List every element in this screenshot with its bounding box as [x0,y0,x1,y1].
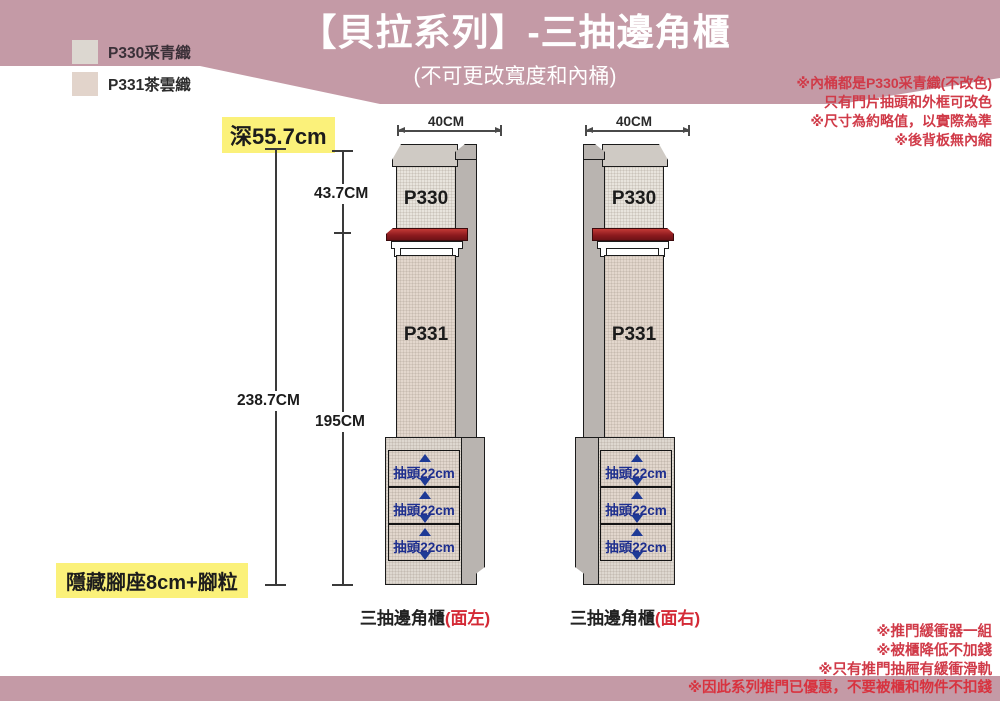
cabinet-left-drawer-2-label: 抽頭22cm [393,503,455,518]
legend-label-p330: P330采青織 [108,45,191,62]
cabinet-right-upper-label: P330 [611,188,657,209]
cabinet-right-drawer-2: 抽頭22cm [600,487,672,524]
note-top-4: ※後背板無內縮 [894,132,992,148]
cabinet-left-drawer-2: 抽頭22cm [388,487,460,524]
legend-label-p331: P331茶雲織 [108,77,191,94]
legend-item-p330: P330采青織 [72,38,191,66]
base-leader-tick [265,584,286,586]
arrow-up-icon [631,454,643,462]
arrow-down-icon [631,552,643,560]
note-on-band: ※因此系列推門已優惠，不要被櫃和物件不扣錢 [687,680,992,696]
cabinet-right-lower-label: P331 [611,324,657,345]
dimline-total [275,148,277,585]
width-arrow-left-a [398,127,405,133]
cabinet-right-drawer-side [575,437,599,585]
cabinet-right-caption: 三抽邊角櫃(面右) [550,604,720,629]
cabinet-left-drawer-1-label: 抽頭22cm [393,466,455,481]
width-arrow-right-a [586,127,593,133]
notes-bottom-right: ※推門緩衝器一組 ※被櫃降低不加錢 ※只有推門抽屜有緩衝滑軌 [818,623,992,680]
cabinet-left-drawer-side [461,437,485,585]
width-dimcap-left-a [397,125,399,136]
note-bottom-3: ※只有推門抽屜有緩衝滑軌 [818,662,992,678]
page-title: 【貝拉系列】-三抽邊角櫃 [299,12,731,53]
depth-label: 深55.7cm [222,117,335,153]
cabinet-right-drawer-3-label: 抽頭22cm [605,540,667,555]
width-dimline-left [397,130,502,132]
width-arrow-left-b [495,127,502,133]
cabinet-left-upper-label: P330 [403,188,449,209]
cabinet-left-caption-side: (面左) [444,609,491,628]
note-top-2: 只有門片抽頭和外框可改色 [824,94,992,110]
note-top-3: ※尺寸為約略值，以實際為準 [810,113,992,129]
cabinet-right-top-cap [602,144,668,167]
arrow-up-icon [419,528,431,536]
width-dimcap-right-a [585,125,587,136]
arrow-up-icon [419,491,431,499]
legend-swatch-p331 [72,72,98,96]
width-arrow-right-b [683,127,690,133]
cabinet-left-drawer-3-label: 抽頭22cm [393,540,455,555]
cabinet-left-caption-main: 三抽邊角櫃 [359,609,445,628]
base-label: 隱藏腳座8cm+腳粒 [56,563,248,598]
dimcap-body-bottom [332,584,353,586]
arrow-down-icon [419,552,431,560]
cabinet-right-drawer-1: 抽頭22cm [600,450,672,487]
width-dimtext-right: 40CM [613,114,656,129]
cabinet-right-drawer-1-label: 抽頭22cm [605,466,667,481]
cabinet-left-lower-label: P331 [403,324,449,345]
cabinet-right-lower-door: P331 [604,255,664,441]
legend: P330采青織 P331茶雲織 [72,38,191,102]
cabinet-right-caption-main: 三抽邊角櫃 [569,609,655,628]
arrow-down-icon [631,478,643,486]
bottom-band [0,676,1000,701]
dimtick-shelf [334,232,351,234]
cabinet-left-top-cap [392,144,458,167]
dimcap-total-top [265,148,286,150]
cabinet-left-shelf-bar [386,228,468,241]
arrow-down-icon [419,478,431,486]
cabinet-left-lower-door: P331 [396,255,456,441]
note-bottom-2: ※被櫃降低不加錢 [876,643,992,659]
cabinet-left-caption: 三抽邊角櫃(面左) [340,604,510,629]
legend-swatch-p330 [72,40,98,64]
arrow-up-icon [631,491,643,499]
arrow-up-icon [419,454,431,462]
notes-top-right: ※內桶都是P330采青織(不改色) 只有門片抽頭和外框可改色 ※尺寸為約略值，以… [796,74,992,150]
cabinet-right-handle [597,241,669,249]
dimtext-body: 195CM [312,412,368,432]
cabinet-right-upper-door: P330 [604,166,664,232]
arrow-up-icon [631,528,643,536]
cabinet-left-handle [391,241,463,249]
legend-item-p331: P331茶雲織 [72,70,191,98]
dimcap-body-top [332,150,353,152]
cabinet-right-drawer-2-label: 抽頭22cm [605,503,667,518]
cabinet-left-upper-door: P330 [396,166,456,232]
width-dimline-right [585,130,690,132]
dimline-body [342,150,344,585]
dimtext-total: 238.7CM [234,391,303,411]
cabinet-left-drawer-1: 抽頭22cm [388,450,460,487]
arrow-down-icon [419,515,431,523]
cabinet-right-caption-side: (面右) [654,609,701,628]
width-dimtext-left: 40CM [425,114,468,129]
cabinet-right-handle-leg-a [600,248,607,257]
page-subtitle: (不可更改寬度和內桶) [413,65,617,88]
cabinet-left-top-side [455,144,477,160]
note-bottom-1: ※推門緩衝器一組 [876,624,992,640]
cabinet-left-drawer-3: 抽頭22cm [388,524,460,561]
cabinet-right-drawer-3: 抽頭22cm [600,524,672,561]
note-top-1: ※內桶都是P330采青織(不改色) [796,75,992,91]
cabinet-right-shelf-bar [592,228,674,241]
cabinet-right-top-side [583,144,605,160]
arrow-down-icon [631,515,643,523]
dimtext-upper: 43.7CM [311,184,372,204]
